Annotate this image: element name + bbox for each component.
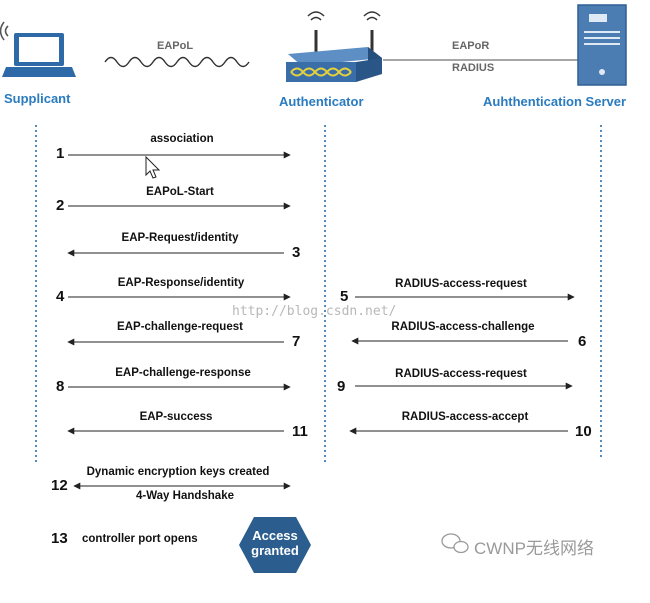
message-label: RADIUS-access-request: [395, 278, 527, 290]
step-number: 1: [56, 145, 65, 162]
eapor-label: EAPoR: [452, 40, 490, 52]
access-point-icon: [286, 11, 382, 82]
step-number: 10: [575, 423, 592, 440]
message-label: EAP-challenge-response: [115, 367, 251, 379]
badge-line-1: Access: [252, 528, 298, 543]
message-label: EAP-Request/identity: [121, 232, 239, 244]
message-label: EAP-success: [139, 411, 213, 423]
brand-watermark: CWNP无线网络: [474, 539, 594, 558]
message-label: 4-Way Handshake: [136, 490, 234, 502]
server-icon: [577, 4, 627, 86]
eapol-label: EAPoL: [157, 40, 194, 52]
cursor-icon: [145, 155, 161, 179]
badge-line-2: granted: [251, 543, 299, 558]
node-server: Auhthentication Server: [483, 94, 627, 109]
step-number: 4: [56, 288, 65, 305]
step-number: 7: [292, 333, 301, 350]
step-number: 2: [56, 197, 65, 214]
step-number: 11: [292, 423, 308, 440]
step-number: 12: [51, 477, 68, 494]
access-granted-text: Access granted: [239, 528, 311, 558]
step-number: 3: [292, 244, 301, 261]
watermark-url: http://blog.csdn.net/: [232, 304, 397, 319]
message-label: RADIUS-access-request: [395, 368, 527, 380]
message-label: RADIUS-access-challenge: [391, 321, 535, 333]
step-number: 8: [56, 378, 65, 395]
access-granted-badge: [239, 517, 311, 573]
message-label: RADIUS-access-accept: [401, 411, 529, 423]
message-label: Dynamic encryption keys created: [86, 466, 270, 478]
step-number: 6: [578, 333, 587, 350]
message-label: EAP-Response/identity: [117, 277, 245, 289]
step-number: 13: [51, 530, 68, 547]
wechat-icon: [441, 533, 469, 554]
step-number: 9: [337, 378, 346, 395]
message-label: association: [150, 133, 214, 145]
message-label: EAPoL-Start: [146, 186, 214, 198]
message-label: controller port opens: [82, 533, 198, 545]
node-authenticator: Authenticator: [279, 94, 364, 109]
message-label: EAP-challenge-request: [117, 321, 243, 333]
wave-icon: [104, 56, 250, 68]
laptop-icon: [0, 21, 76, 77]
step-number: 5: [340, 288, 349, 305]
node-supplicant: Supplicant: [4, 91, 71, 106]
radius-label: RADIUS: [452, 62, 495, 74]
